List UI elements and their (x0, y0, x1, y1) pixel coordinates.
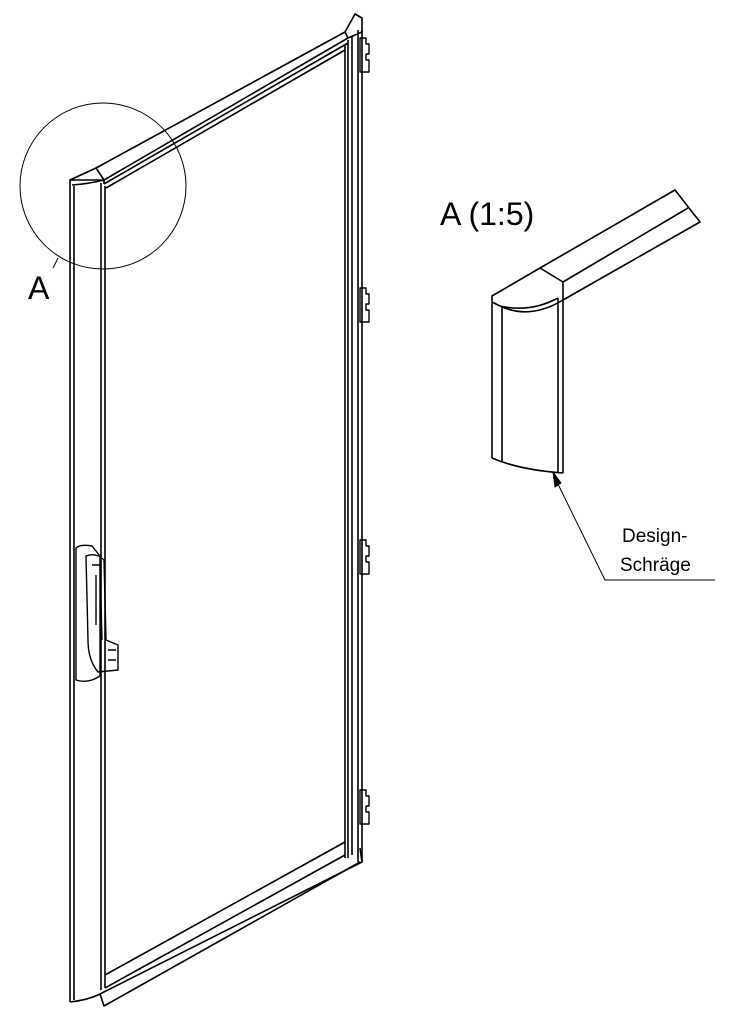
callout-label-line1: Design- (622, 526, 688, 547)
door-handle (75, 544, 119, 683)
detail-marker (19, 102, 187, 270)
callout-label-line2: Schräge (620, 555, 691, 576)
hinges (359, 37, 370, 825)
door-frame (69, 13, 363, 1007)
detail-view-title: A (1:5) (440, 196, 535, 232)
detail-marker-label: A (28, 270, 50, 306)
detail-view (491, 189, 715, 581)
